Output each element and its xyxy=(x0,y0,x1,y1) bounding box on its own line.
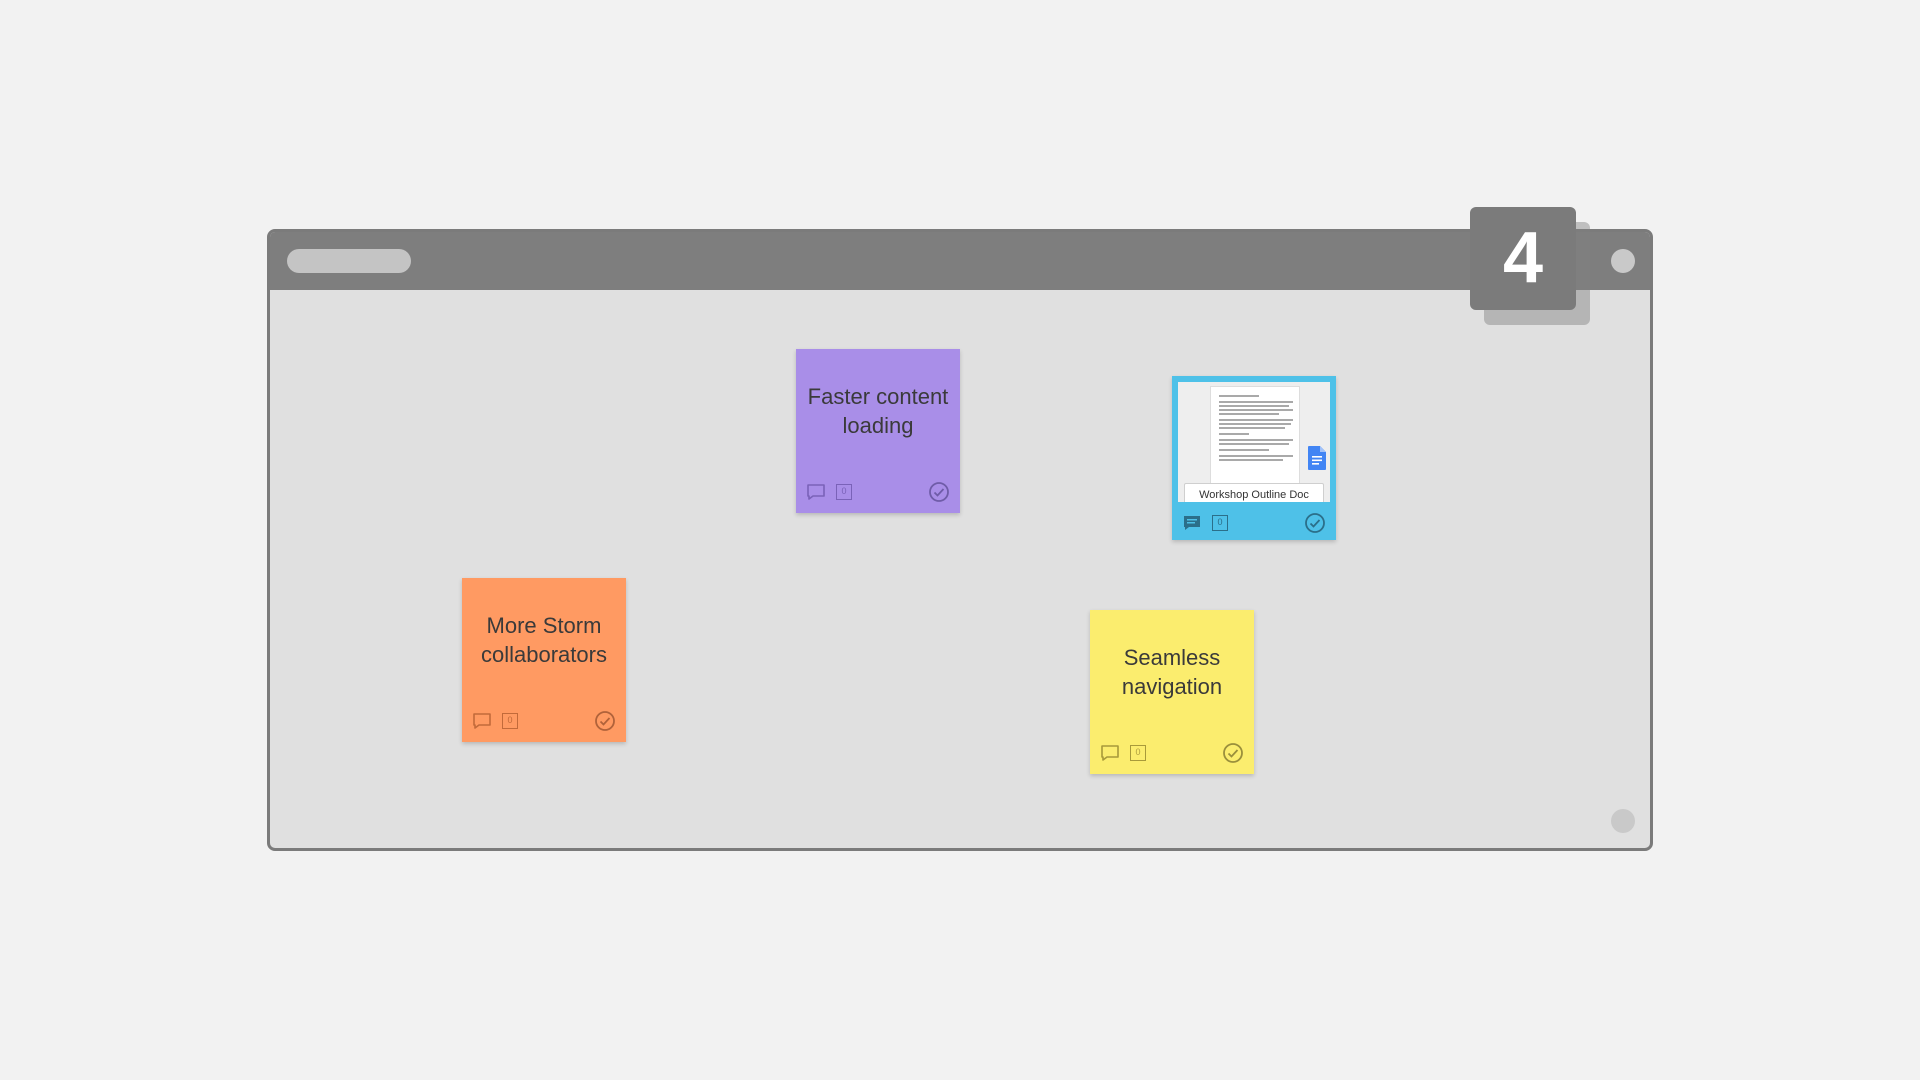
note-text: Seamless navigation xyxy=(1121,645,1223,699)
check-circle-icon[interactable] xyxy=(928,481,950,503)
resize-handle-bottom[interactable] xyxy=(1611,809,1635,833)
board-header xyxy=(270,232,1650,290)
attachment-count[interactable]: 0 xyxy=(836,484,852,500)
resize-handle-top[interactable] xyxy=(1611,249,1635,273)
sticky-note-storm-collaborators[interactable]: More Storm collaborators 0 xyxy=(462,578,626,742)
attachment-count[interactable]: 0 xyxy=(1212,515,1228,531)
check-circle-icon[interactable] xyxy=(594,710,616,732)
attachment-count[interactable]: 0 xyxy=(1130,745,1146,761)
board-title-placeholder[interactable] xyxy=(287,249,411,273)
comment-icon[interactable] xyxy=(1100,744,1120,762)
document-card-workshop-outline[interactable]: Workshop Outline Doc 0 xyxy=(1172,376,1336,540)
idea-count-badge: 4 xyxy=(1470,207,1576,310)
comment-icon[interactable] xyxy=(1182,514,1202,532)
document-page-thumbnail xyxy=(1210,386,1300,498)
comment-icon[interactable] xyxy=(472,712,492,730)
attachment-count[interactable]: 0 xyxy=(502,713,518,729)
note-text: More Storm collaborators xyxy=(481,613,607,667)
check-circle-icon[interactable] xyxy=(1222,742,1244,764)
sticky-note-faster-content[interactable]: Faster content loading 0 xyxy=(796,349,960,513)
document-title: Workshop Outline Doc xyxy=(1184,483,1324,502)
storm-board[interactable] xyxy=(267,229,1653,851)
note-text: Faster content loading xyxy=(807,384,949,438)
check-circle-icon[interactable] xyxy=(1304,512,1326,534)
google-doc-icon xyxy=(1308,446,1326,475)
sticky-note-seamless-navigation[interactable]: Seamless navigation 0 xyxy=(1090,610,1254,774)
comment-icon[interactable] xyxy=(806,483,826,501)
document-preview: Workshop Outline Doc xyxy=(1178,382,1330,502)
